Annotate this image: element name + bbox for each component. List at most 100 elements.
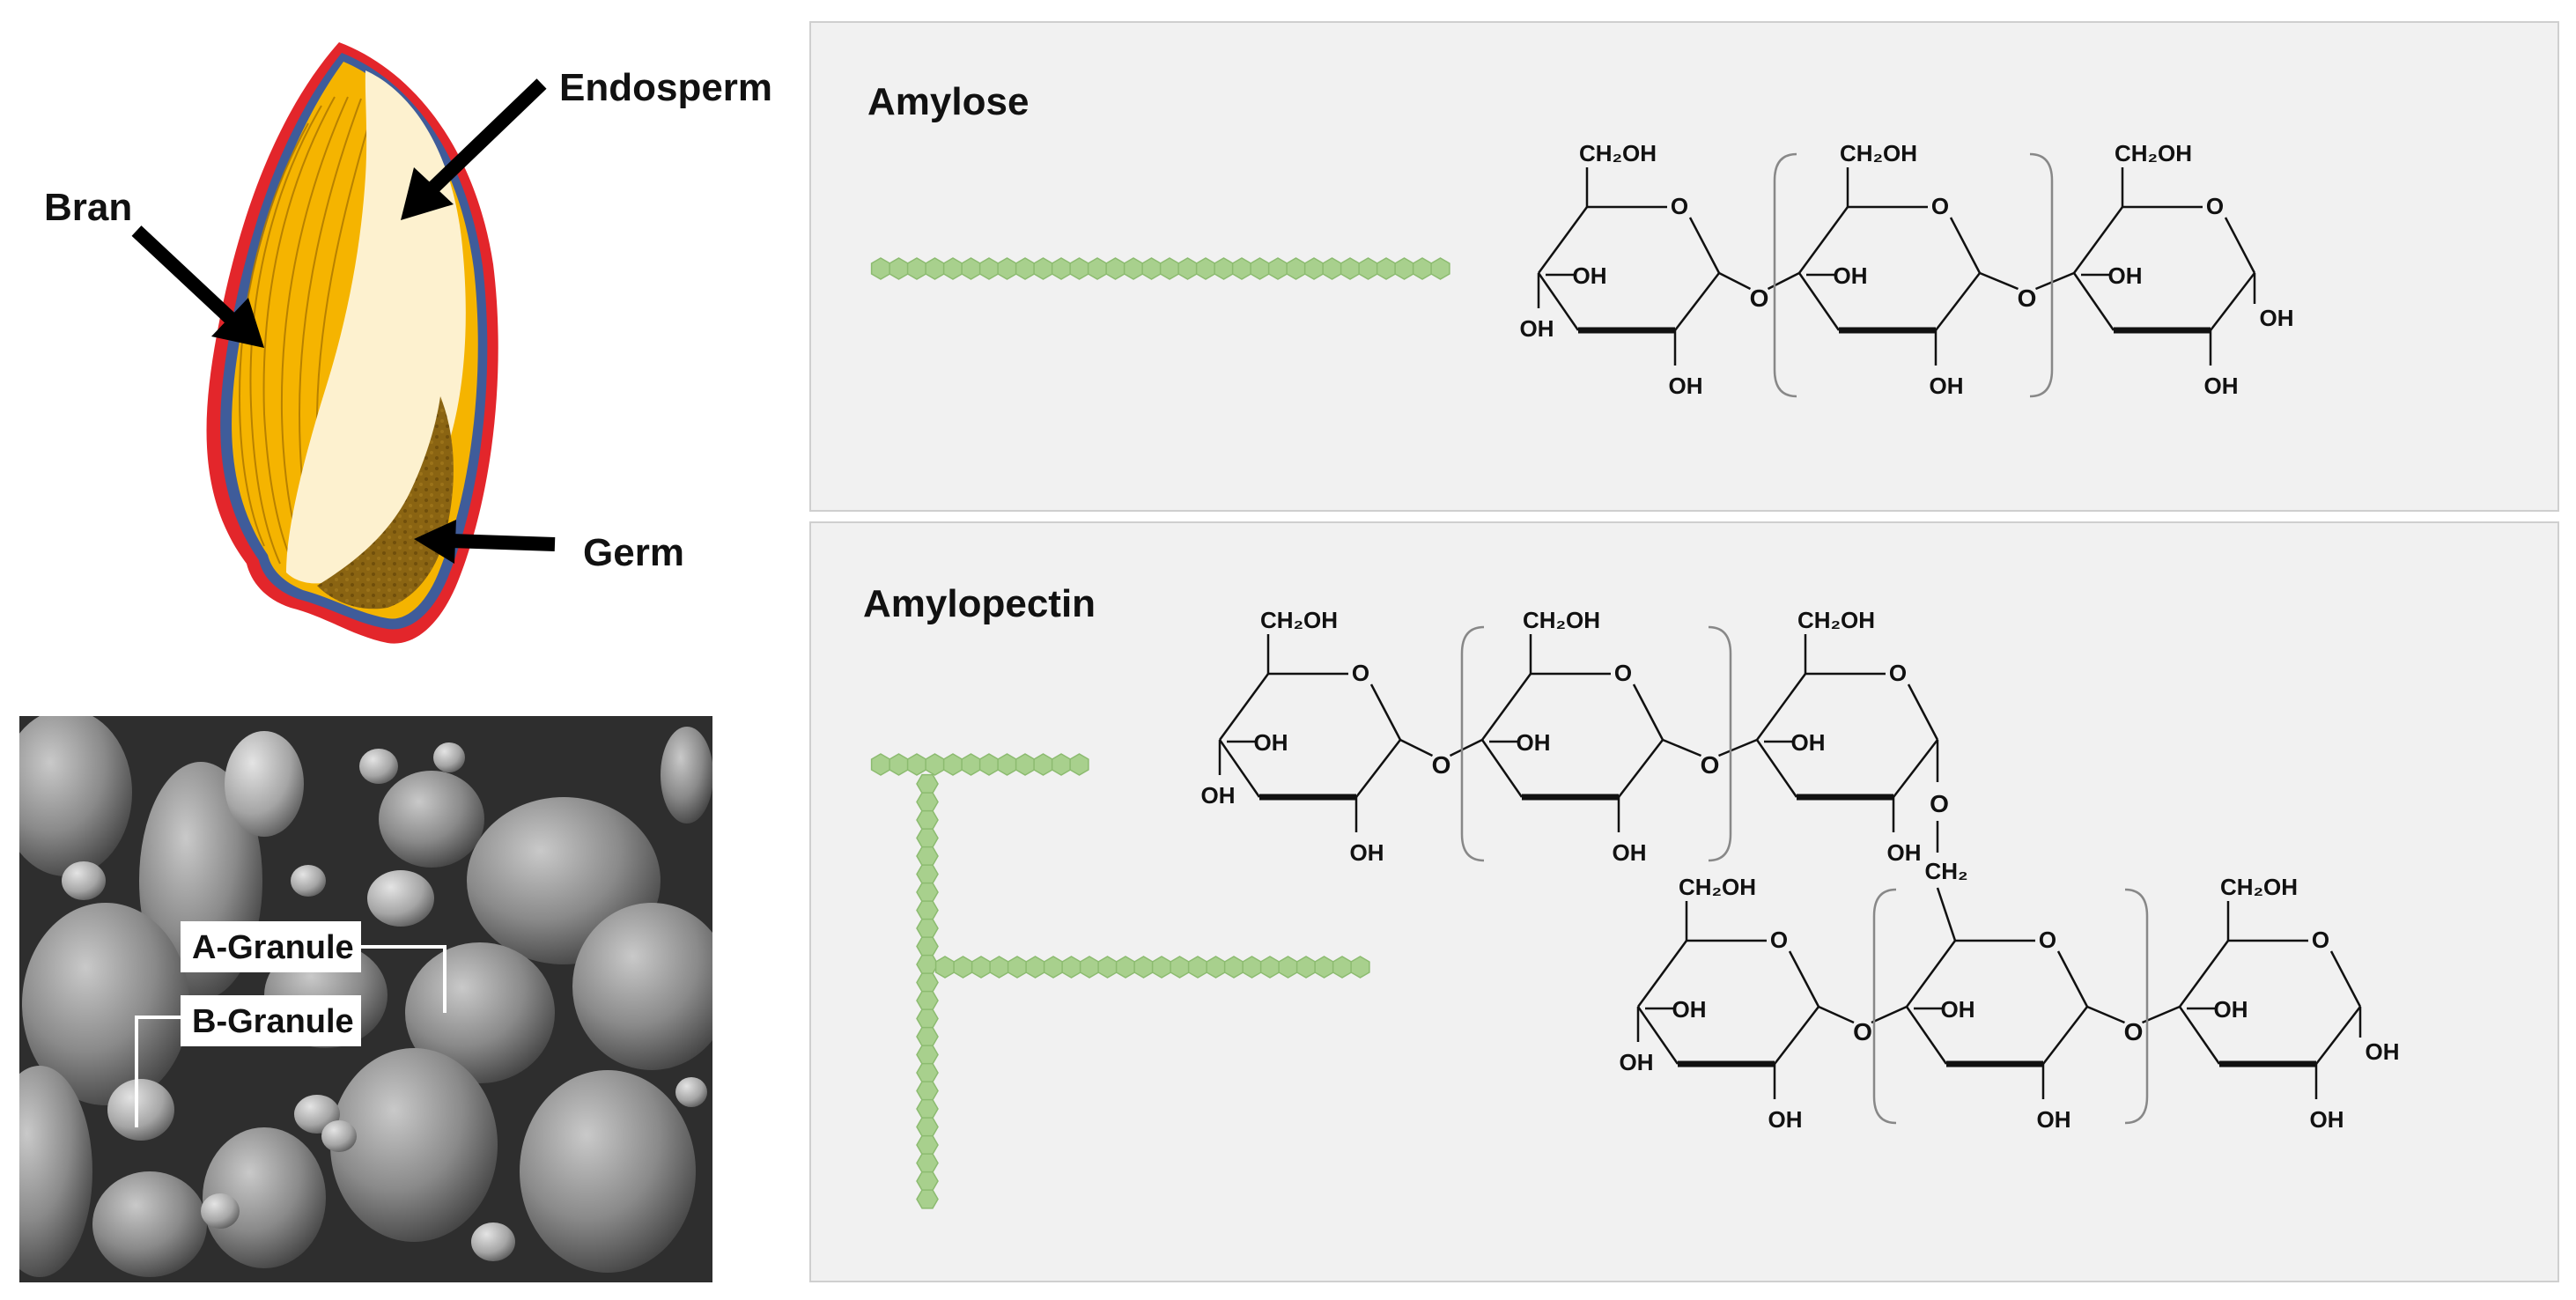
hydroxyl-label: OH (1254, 729, 1288, 756)
ring-oxygen-label: O (1671, 193, 1688, 219)
hydroxyl-label: OH (1834, 262, 1868, 289)
glucose-unit (1394, 257, 1414, 280)
glucose-unit (1170, 956, 1190, 979)
ch2oh-label: CH₂OH (2115, 140, 2192, 166)
a-granule-label-box (181, 921, 361, 972)
granule-field (19, 716, 712, 1277)
glucose-unit (942, 753, 963, 776)
glucose-unit (916, 1008, 939, 1029)
ch2oh-label: CH₂OH (1797, 607, 1875, 633)
hydroxyl-label: OH (2214, 996, 2248, 1023)
glucose-unit (1231, 257, 1252, 280)
hydroxyl-label: OH (2260, 305, 2294, 331)
amylose-title: Amylose (867, 80, 1029, 123)
glucose-unit (1214, 257, 1234, 280)
glucose-unit (1267, 257, 1288, 280)
glucose-unit (953, 956, 973, 979)
glucose-ring: O CH₂OH OH OH (1755, 607, 1939, 866)
hydroxyl-label: OH (1887, 839, 1922, 866)
glucose-unit (1151, 956, 1172, 979)
glucose-unit (916, 809, 939, 831)
glucose-unit (1079, 956, 1100, 979)
ch2oh-label: CH₂OH (1840, 140, 1917, 166)
germ-arrow (414, 520, 556, 564)
amylose-glucose-chain (870, 257, 1450, 280)
glucose-ring: O CH₂OH OH OH (1797, 140, 1982, 399)
hydroxyl-label: OH (1930, 373, 1964, 399)
glucose-unit (916, 1098, 939, 1119)
glucose-unit (916, 1062, 939, 1083)
glycosidic-oxygen-label: O (1432, 751, 1451, 779)
glucose-unit (1015, 257, 1036, 280)
glucose-unit (916, 990, 939, 1011)
glucose-unit (978, 257, 1000, 280)
hydroxyl-label: OH (1517, 729, 1551, 756)
glucose-unit (1314, 956, 1334, 979)
glucose-unit (1195, 257, 1216, 280)
a-granule-callout (361, 945, 447, 1013)
hydroxyl-label: OH (1791, 729, 1826, 756)
glucose-unit (916, 900, 939, 920)
glucose-unit (916, 936, 939, 957)
starch-granule-micrograph: A-Granule B-Granule (19, 716, 712, 1282)
glucose-unit (1206, 956, 1226, 979)
glucose-unit (1061, 956, 1081, 979)
ring-oxygen-label: O (1889, 660, 1907, 686)
glucose-unit (916, 972, 939, 993)
glucose-unit (916, 828, 939, 848)
glucose-unit (1051, 753, 1072, 776)
glucose-unit (916, 918, 939, 939)
glycosidic-oxygen-label: O (1853, 1018, 1872, 1045)
germ-label: Germ (583, 531, 684, 574)
ring-oxygen-label: O (1931, 193, 1949, 219)
glucose-unit (1376, 257, 1397, 280)
glucose-unit (1223, 956, 1244, 979)
glucose-unit (1303, 257, 1325, 280)
ring-oxygen-label: O (2312, 927, 2329, 953)
glucose-unit (1430, 257, 1450, 280)
repeat-bracket-left (1773, 152, 1797, 398)
glucose-unit (1286, 257, 1306, 280)
glycosidic-oxygen-label: O (2124, 1018, 2144, 1045)
ring-oxygen-label: O (2039, 927, 2056, 953)
glucose-unit (1322, 257, 1342, 280)
hydroxyl-label: OH (1669, 373, 1703, 399)
b-granule-callout (135, 1016, 185, 1127)
ch2oh-label: CH₂OH (1523, 607, 1600, 633)
repeat-bracket-left (1872, 888, 1897, 1125)
a-granule-label: A-Granule (192, 929, 354, 966)
ring-oxygen-label: O (1770, 927, 1788, 953)
glucose-unit (889, 753, 909, 776)
glucose-unit (1033, 257, 1053, 280)
glucose-unit (997, 257, 1017, 280)
glucose-unit (1069, 257, 1089, 280)
amylopectin-glucose-chain (870, 753, 1370, 1209)
ring-oxygen-label: O (1614, 660, 1632, 686)
glucose-unit (1025, 956, 1045, 979)
amylopectin-panel: Amylopectin OCH₂OHOHOHOHOCH₂OHOHOHOCH₂OH… (809, 521, 2559, 1282)
hydroxyl-label: OH (1201, 782, 1236, 809)
glucose-unit (1141, 257, 1162, 280)
glucose-unit (1177, 257, 1198, 280)
hydroxyl-label: OH (1941, 996, 1975, 1023)
glucose-unit (916, 1045, 939, 1065)
glucose-unit (1007, 956, 1028, 979)
glucose-unit (961, 753, 981, 776)
glucose-unit (1097, 956, 1118, 979)
repeat-bracket-left (1460, 625, 1485, 862)
glucose-unit (1133, 956, 1154, 979)
branch-ch2-label: CH₂ (1924, 858, 1967, 884)
glucose-unit (1159, 257, 1180, 280)
branch-oxygen-label: O (1930, 790, 1949, 817)
glucose-unit (971, 956, 992, 979)
ch2oh-label: CH₂OH (1579, 140, 1657, 166)
glucose-unit (916, 846, 939, 867)
hydroxyl-label: OH (1613, 839, 1647, 866)
glucose-unit (889, 257, 909, 280)
glucose-unit (916, 1189, 939, 1209)
glucose-unit (997, 753, 1017, 776)
glucose-unit (1105, 257, 1126, 280)
glucose-unit (870, 753, 891, 776)
